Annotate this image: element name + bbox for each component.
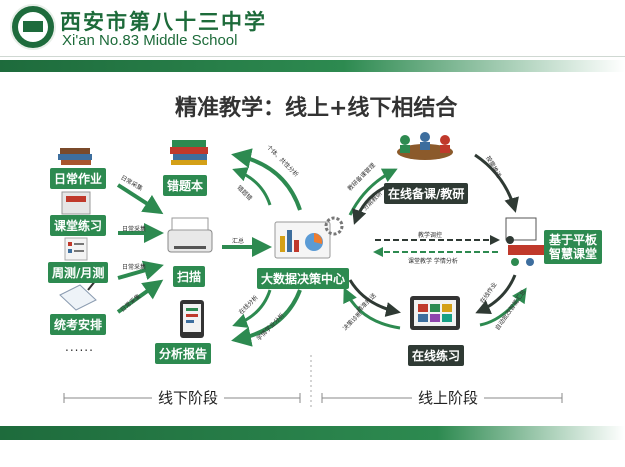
logo-building-icon bbox=[23, 21, 43, 32]
center-class-label: 教学调控 bbox=[418, 232, 443, 239]
classroom-label: 基于平板 智慧课堂 bbox=[544, 230, 603, 264]
wrong-book-arrow bbox=[231, 148, 302, 211]
summary-arrow-label: 汇总 bbox=[232, 238, 245, 245]
footer-band bbox=[0, 426, 625, 440]
source-label-homework: 日常作业 bbox=[50, 168, 107, 189]
school-logo bbox=[10, 4, 56, 50]
smart-classroom-icon bbox=[505, 217, 544, 266]
test-checklist-icon bbox=[64, 237, 88, 261]
center-label: 大数据决策中心 bbox=[257, 268, 350, 289]
report-arrow bbox=[231, 289, 302, 347]
collect-label-2: 日常采集 bbox=[122, 226, 147, 233]
classroom-label-line2: 智慧课堂 bbox=[549, 247, 598, 261]
school-name-en: Xi'an No.83 Middle School bbox=[62, 32, 238, 49]
phone-report-icon bbox=[180, 300, 204, 338]
collect-arrow-1 bbox=[116, 183, 164, 215]
online-stage-label: 线上阶段 bbox=[412, 387, 485, 408]
wrong-book-label: 错题本 bbox=[163, 175, 208, 196]
report-online-arrow bbox=[232, 289, 272, 328]
prep-to-class-arrow bbox=[474, 153, 519, 213]
header-band bbox=[0, 60, 625, 72]
classroom-book-icon bbox=[61, 191, 91, 215]
scanner-icon bbox=[167, 217, 213, 253]
sources-more: ...... bbox=[65, 340, 94, 354]
big-data-screen-icon bbox=[274, 216, 344, 259]
center-to-practice-arrow bbox=[348, 279, 401, 317]
header-divider bbox=[0, 56, 625, 57]
exam-paper-icon bbox=[59, 279, 97, 311]
collect-arrow-3 bbox=[117, 260, 164, 281]
homework-books-icon bbox=[58, 148, 92, 165]
collect-arrow-4 bbox=[116, 279, 164, 314]
source-label-classroom: 课堂练习 bbox=[50, 215, 107, 236]
prep-label: 在线备课/教研 bbox=[384, 183, 469, 204]
source-label-exam: 统考安排 bbox=[50, 314, 107, 335]
report-label: 分析报告 bbox=[155, 343, 212, 364]
practice-to-class-arrow bbox=[479, 287, 527, 327]
tablet-icon bbox=[410, 296, 460, 330]
offline-stage-label: 线下阶段 bbox=[152, 387, 225, 408]
classroom-label-line1: 基于平板 bbox=[549, 233, 598, 247]
source-label-test: 周测/月测 bbox=[48, 262, 109, 283]
meeting-table-icon bbox=[397, 132, 453, 160]
class-to-practice-arrow bbox=[475, 274, 517, 314]
scan-label: 扫描 bbox=[173, 266, 206, 287]
practice-to-center-arrow bbox=[343, 287, 401, 330]
practice-label: 在线练习 bbox=[408, 345, 465, 366]
class-center-label: 课堂教学 学情分析 bbox=[408, 258, 458, 265]
page-title: 精准教学：线上+线下相结合 bbox=[175, 96, 458, 121]
wrong-question-book-icon bbox=[170, 140, 208, 165]
personal-analysis-arrow bbox=[232, 167, 272, 206]
collect-label-3: 日常采集 bbox=[122, 264, 147, 271]
school-name: 西安市第八十三中学 bbox=[60, 9, 267, 34]
